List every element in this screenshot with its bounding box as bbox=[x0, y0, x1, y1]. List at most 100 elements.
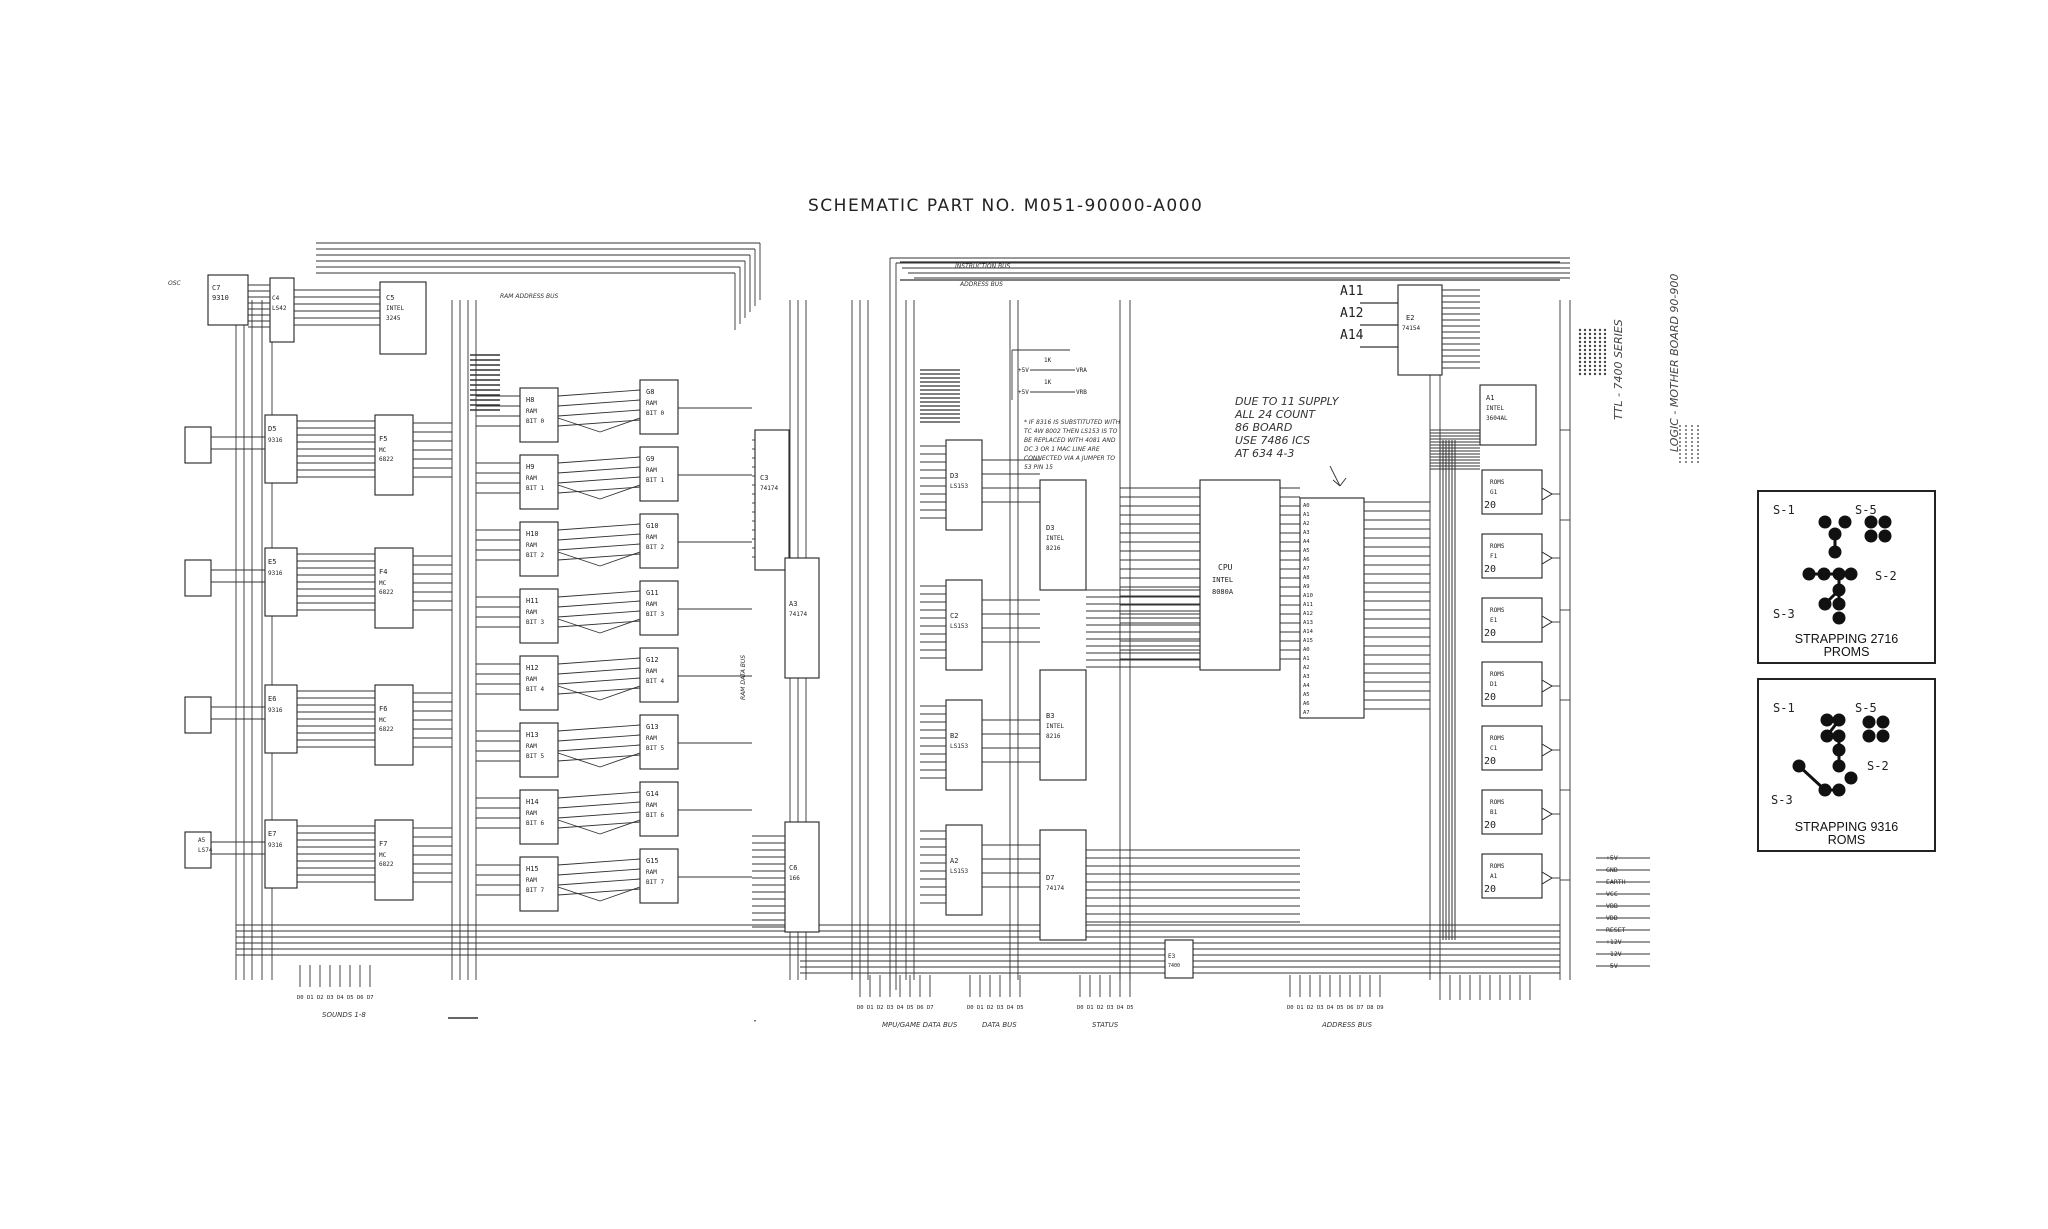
label: RAM bbox=[646, 601, 657, 608]
connector-pin: D2 bbox=[1307, 1005, 1314, 1011]
connector-pin: D0 bbox=[967, 1005, 974, 1011]
label: A1 bbox=[1303, 512, 1310, 518]
dot bbox=[1603, 336, 1607, 340]
connector-pin: D1 bbox=[307, 995, 314, 1001]
label: BIT 6 bbox=[646, 812, 664, 819]
bus-label-status: STATUS bbox=[1092, 1021, 1119, 1029]
ic-chip bbox=[1481, 533, 1543, 579]
bus-label-data: DATA BUS bbox=[982, 1021, 1017, 1029]
label: E5 bbox=[268, 558, 276, 566]
dot bbox=[1583, 344, 1587, 348]
label: · bbox=[752, 1016, 758, 1027]
wire bbox=[557, 754, 641, 762]
connector-pin: D0 bbox=[1287, 1005, 1294, 1011]
dot bbox=[1588, 332, 1592, 336]
wire bbox=[557, 685, 601, 701]
strapping-2716-panel: S-1 S-5 S-2 S-3 STRAPPING 2716 PROMS bbox=[1757, 490, 1936, 664]
buffer-triangle bbox=[1541, 551, 1553, 565]
wire bbox=[557, 791, 641, 799]
ic-chip bbox=[379, 281, 427, 355]
dot bbox=[1691, 429, 1693, 431]
wire bbox=[557, 821, 641, 829]
dot bbox=[1593, 364, 1597, 368]
dot bbox=[1697, 437, 1699, 439]
label: ROMS bbox=[1490, 799, 1505, 806]
ic-chip bbox=[374, 414, 414, 496]
connector-pin: D7 bbox=[1357, 1005, 1364, 1011]
label: E7 bbox=[268, 830, 276, 838]
label: 9316 bbox=[268, 707, 283, 714]
ic-chip bbox=[1481, 725, 1543, 771]
label: BIT 7 bbox=[646, 879, 664, 886]
label: RAM bbox=[526, 743, 537, 750]
connector-pin: D5 bbox=[1127, 1005, 1134, 1011]
dot bbox=[1578, 372, 1582, 376]
wire bbox=[557, 600, 641, 608]
label: 6822 bbox=[379, 589, 394, 596]
label: G10 bbox=[646, 522, 659, 530]
connector-pin: D9 bbox=[1377, 1005, 1384, 1011]
ic-chip bbox=[184, 426, 212, 464]
label: A7 bbox=[1303, 710, 1310, 716]
label: A1 bbox=[1490, 873, 1498, 880]
dot bbox=[1603, 368, 1607, 372]
label: A2 bbox=[1303, 521, 1310, 527]
dot bbox=[1603, 360, 1607, 364]
dot bbox=[1679, 445, 1681, 447]
dot bbox=[1578, 332, 1582, 336]
label: A3 bbox=[1303, 530, 1310, 536]
dot bbox=[1593, 332, 1597, 336]
rom-pin-label: 20 bbox=[1484, 756, 1496, 767]
label: 3245 bbox=[386, 315, 401, 322]
label: H14 bbox=[526, 798, 539, 806]
wire bbox=[557, 868, 641, 876]
ic-chip bbox=[519, 856, 559, 912]
ic-chip bbox=[264, 414, 298, 484]
label: F6 bbox=[379, 705, 387, 713]
label: BIT 4 bbox=[526, 686, 544, 693]
label: RAM bbox=[526, 609, 537, 616]
dot bbox=[1679, 453, 1681, 455]
label: RAM bbox=[646, 869, 657, 876]
label: 6822 bbox=[379, 861, 394, 868]
label: H15 bbox=[526, 865, 539, 873]
label: C2 bbox=[950, 612, 958, 620]
label: LS153 bbox=[950, 868, 968, 875]
ic-chip bbox=[639, 781, 679, 837]
connector-pin: D3 bbox=[1107, 1005, 1114, 1011]
wire bbox=[557, 744, 641, 752]
label: BIT 5 bbox=[526, 753, 544, 760]
ic-chip bbox=[1397, 284, 1443, 376]
note-line: DC 3 OR 1 MAC LINE ARE bbox=[1024, 446, 1100, 453]
label: MC bbox=[379, 580, 387, 587]
dot bbox=[1691, 457, 1693, 459]
dot bbox=[1598, 340, 1602, 344]
dot bbox=[1593, 348, 1597, 352]
dot bbox=[1578, 336, 1582, 340]
wire bbox=[557, 484, 601, 500]
label: 74154 bbox=[1402, 325, 1420, 332]
wire bbox=[557, 409, 641, 417]
address-line-a11: A11 bbox=[1340, 284, 1363, 299]
dot bbox=[1685, 461, 1687, 463]
ic-chip bbox=[1039, 479, 1087, 591]
connector-pin: D3 bbox=[997, 1005, 1004, 1011]
ic-chip bbox=[1481, 789, 1543, 835]
label: G11 bbox=[646, 589, 659, 597]
dot bbox=[1697, 429, 1699, 431]
label: MC bbox=[379, 717, 387, 724]
label: INTEL bbox=[386, 305, 404, 312]
connector-pin: D1 bbox=[1087, 1005, 1094, 1011]
bus-label-address-top: ADDRESS BUS bbox=[959, 281, 1003, 288]
label: 1K bbox=[1044, 379, 1052, 386]
label: RAM bbox=[526, 408, 537, 415]
label: 166 bbox=[789, 875, 800, 882]
handwritten-note: 86 BOARD bbox=[1235, 421, 1292, 434]
label: RAM bbox=[646, 467, 657, 474]
dot bbox=[1691, 433, 1693, 435]
label: C7 bbox=[212, 284, 220, 292]
connector-pin: D5 bbox=[1017, 1005, 1024, 1011]
schematic-title: SCHEMATIC PART NO. M051-90000-A000 bbox=[808, 196, 1204, 216]
dot bbox=[1685, 441, 1687, 443]
side-note-logic: LOGIC - MOTHER BOARD 90-900 bbox=[1668, 273, 1681, 452]
